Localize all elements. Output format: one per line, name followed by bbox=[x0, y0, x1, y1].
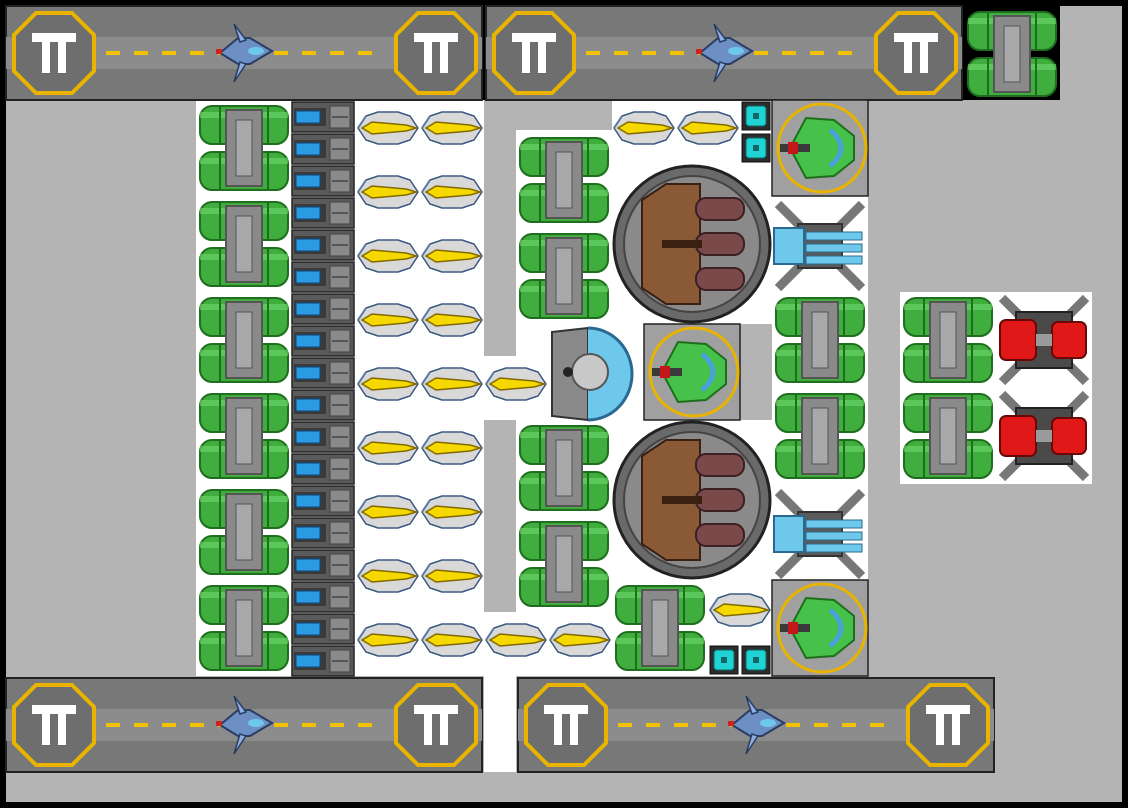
cyan-power-node-icon[interactable] bbox=[741, 101, 771, 131]
yellow-thruster-icon[interactable] bbox=[420, 623, 483, 657]
helipad-T-icon[interactable] bbox=[498, 13, 578, 93]
blue-battery-cell-icon[interactable] bbox=[291, 293, 355, 325]
blue-battery-cell-icon[interactable] bbox=[291, 485, 355, 517]
yellow-thruster-icon[interactable] bbox=[484, 623, 547, 657]
blue-battery-cell-icon[interactable] bbox=[291, 133, 355, 165]
green-fuel-tank-icon[interactable] bbox=[964, 6, 1060, 102]
yellow-thruster-icon[interactable] bbox=[420, 111, 483, 145]
green-fuel-tank-icon[interactable] bbox=[900, 292, 996, 388]
green-laser-turret-icon[interactable] bbox=[643, 323, 741, 421]
cutout-upper-b bbox=[516, 100, 612, 130]
yellow-thruster-icon[interactable] bbox=[420, 367, 483, 401]
blue-battery-cell-icon[interactable] bbox=[291, 101, 355, 133]
blue-battery-cell-icon[interactable] bbox=[291, 357, 355, 389]
blue-radiator-icon[interactable] bbox=[772, 198, 868, 294]
helipad-T-icon[interactable] bbox=[18, 13, 98, 93]
blue-battery-cell-icon[interactable] bbox=[291, 197, 355, 229]
green-fuel-tank-icon[interactable] bbox=[196, 484, 292, 580]
yellow-thruster-icon[interactable] bbox=[356, 559, 419, 593]
blue-battery-cell-icon[interactable] bbox=[291, 549, 355, 581]
yellow-thruster-icon[interactable] bbox=[612, 111, 675, 145]
yellow-thruster-icon[interactable] bbox=[356, 111, 419, 145]
green-fuel-tank-icon[interactable] bbox=[196, 100, 292, 196]
cutout-lower bbox=[484, 420, 516, 612]
blue-battery-cell-icon[interactable] bbox=[291, 261, 355, 293]
helipad-T-icon[interactable] bbox=[396, 13, 476, 93]
yellow-thruster-icon[interactable] bbox=[420, 559, 483, 593]
blue-battery-cell-icon[interactable] bbox=[291, 645, 355, 677]
blue-radiator-icon[interactable] bbox=[772, 486, 868, 582]
blue-fighter-ship-icon[interactable] bbox=[696, 18, 756, 88]
green-fuel-tank-icon[interactable] bbox=[516, 420, 612, 516]
floor-bottom-strip bbox=[6, 772, 1122, 802]
heavy-cannon-icon[interactable] bbox=[612, 420, 772, 580]
yellow-thruster-icon[interactable] bbox=[420, 239, 483, 273]
cyan-power-node-icon[interactable] bbox=[709, 645, 739, 675]
green-fuel-tank-icon[interactable] bbox=[196, 292, 292, 388]
helipad-T-icon[interactable] bbox=[530, 685, 610, 765]
yellow-thruster-icon[interactable] bbox=[708, 593, 771, 627]
yellow-thruster-icon[interactable] bbox=[356, 303, 419, 337]
green-fuel-tank-icon[interactable] bbox=[772, 388, 868, 484]
deck-gap bbox=[484, 676, 516, 772]
cutout-upper bbox=[484, 100, 516, 356]
blue-battery-cell-icon[interactable] bbox=[291, 421, 355, 453]
green-fuel-tank-icon[interactable] bbox=[516, 516, 612, 612]
heavy-cannon-icon[interactable] bbox=[612, 164, 772, 324]
yellow-thruster-icon[interactable] bbox=[356, 623, 419, 657]
blue-battery-cell-icon[interactable] bbox=[291, 613, 355, 645]
yellow-thruster-icon[interactable] bbox=[420, 495, 483, 529]
cutout-mid bbox=[740, 324, 772, 420]
green-fuel-tank-icon[interactable] bbox=[516, 228, 612, 324]
green-fuel-tank-icon[interactable] bbox=[516, 132, 612, 228]
blue-battery-cell-icon[interactable] bbox=[291, 229, 355, 261]
helipad-T-icon[interactable] bbox=[18, 685, 98, 765]
green-fuel-tank-icon[interactable] bbox=[196, 580, 292, 676]
blue-fighter-ship-icon[interactable] bbox=[216, 18, 276, 88]
blue-battery-cell-icon[interactable] bbox=[291, 581, 355, 613]
landing-strip[interactable] bbox=[517, 677, 995, 773]
yellow-thruster-icon[interactable] bbox=[420, 175, 483, 209]
yellow-thruster-icon[interactable] bbox=[676, 111, 739, 145]
yellow-thruster-icon[interactable] bbox=[356, 367, 419, 401]
floor-top-right bbox=[1060, 6, 1122, 100]
blue-fighter-ship-icon[interactable] bbox=[728, 690, 788, 760]
yellow-thruster-icon[interactable] bbox=[420, 431, 483, 465]
yellow-thruster-icon[interactable] bbox=[420, 303, 483, 337]
blue-battery-cell-icon[interactable] bbox=[291, 165, 355, 197]
yellow-thruster-icon[interactable] bbox=[356, 431, 419, 465]
cyan-power-node-icon[interactable] bbox=[741, 645, 771, 675]
green-fuel-tank-icon[interactable] bbox=[196, 196, 292, 292]
helipad-T-icon[interactable] bbox=[396, 685, 476, 765]
yellow-thruster-icon[interactable] bbox=[356, 239, 419, 273]
red-reactor-icon[interactable] bbox=[996, 388, 1092, 484]
yellow-thruster-icon[interactable] bbox=[356, 495, 419, 529]
green-fuel-tank-icon[interactable] bbox=[612, 580, 708, 676]
green-fuel-tank-icon[interactable] bbox=[196, 388, 292, 484]
yellow-thruster-icon[interactable] bbox=[548, 623, 611, 657]
cyan-power-node-icon[interactable] bbox=[741, 133, 771, 163]
red-reactor-icon[interactable] bbox=[996, 292, 1092, 388]
green-laser-turret-icon[interactable] bbox=[771, 99, 869, 197]
green-laser-turret-icon[interactable] bbox=[771, 579, 869, 677]
blue-fighter-ship-icon[interactable] bbox=[216, 690, 276, 760]
shield-generator-icon[interactable] bbox=[548, 326, 640, 422]
blue-battery-cell-icon[interactable] bbox=[291, 389, 355, 421]
green-fuel-tank-icon[interactable] bbox=[772, 292, 868, 388]
helipad-T-icon[interactable] bbox=[908, 685, 988, 765]
blue-battery-cell-icon[interactable] bbox=[291, 325, 355, 357]
helipad-T-icon[interactable] bbox=[876, 13, 956, 93]
green-fuel-tank-icon[interactable] bbox=[900, 388, 996, 484]
blue-battery-cell-icon[interactable] bbox=[291, 517, 355, 549]
yellow-thruster-icon[interactable] bbox=[356, 175, 419, 209]
yellow-thruster-icon[interactable] bbox=[484, 367, 547, 401]
blue-battery-cell-icon[interactable] bbox=[291, 453, 355, 485]
